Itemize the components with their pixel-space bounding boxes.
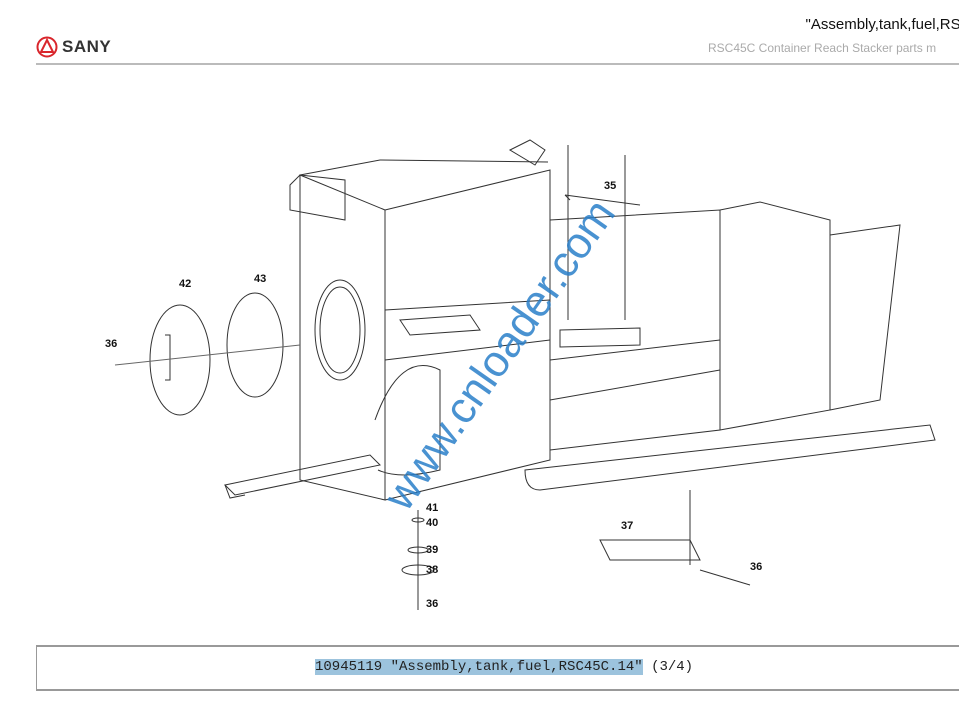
exploded-parts-drawing (114, 139, 936, 610)
callout-36: 36 (750, 561, 763, 573)
callout-38: 38 (426, 564, 439, 576)
callout-41: 41 (426, 502, 439, 514)
callout-37: 37 (621, 520, 634, 532)
callout-42: 42 (179, 278, 192, 290)
document-subtitle: RSC45C Container Reach Stacker parts m (708, 41, 937, 55)
callout-40: 40 (426, 517, 439, 529)
caption: 10945119 "Assembly,tank,fuel,RSC45C.14" … (315, 659, 693, 675)
callout-43: 43 (254, 273, 267, 285)
caption-bar: 10945119 "Assembly,tank,fuel,RSC45C.14" … (36, 645, 959, 691)
sany-logo-icon (36, 36, 58, 58)
document-title: "Assembly,tank,fuel,RSC45C (805, 16, 959, 33)
sany-logo: SANY (36, 36, 111, 58)
callout-36: 36 (426, 598, 439, 610)
caption-part-title: 10945119 "Assembly,tank,fuel,RSC45C.14" (315, 659, 643, 675)
callout-35: 35 (604, 180, 617, 192)
header-divider (36, 63, 959, 65)
brand-name: SANY (62, 37, 112, 56)
caption-page: (3/4) (651, 659, 694, 675)
callout-36: 36 (105, 338, 118, 350)
callout-39: 39 (426, 544, 439, 556)
